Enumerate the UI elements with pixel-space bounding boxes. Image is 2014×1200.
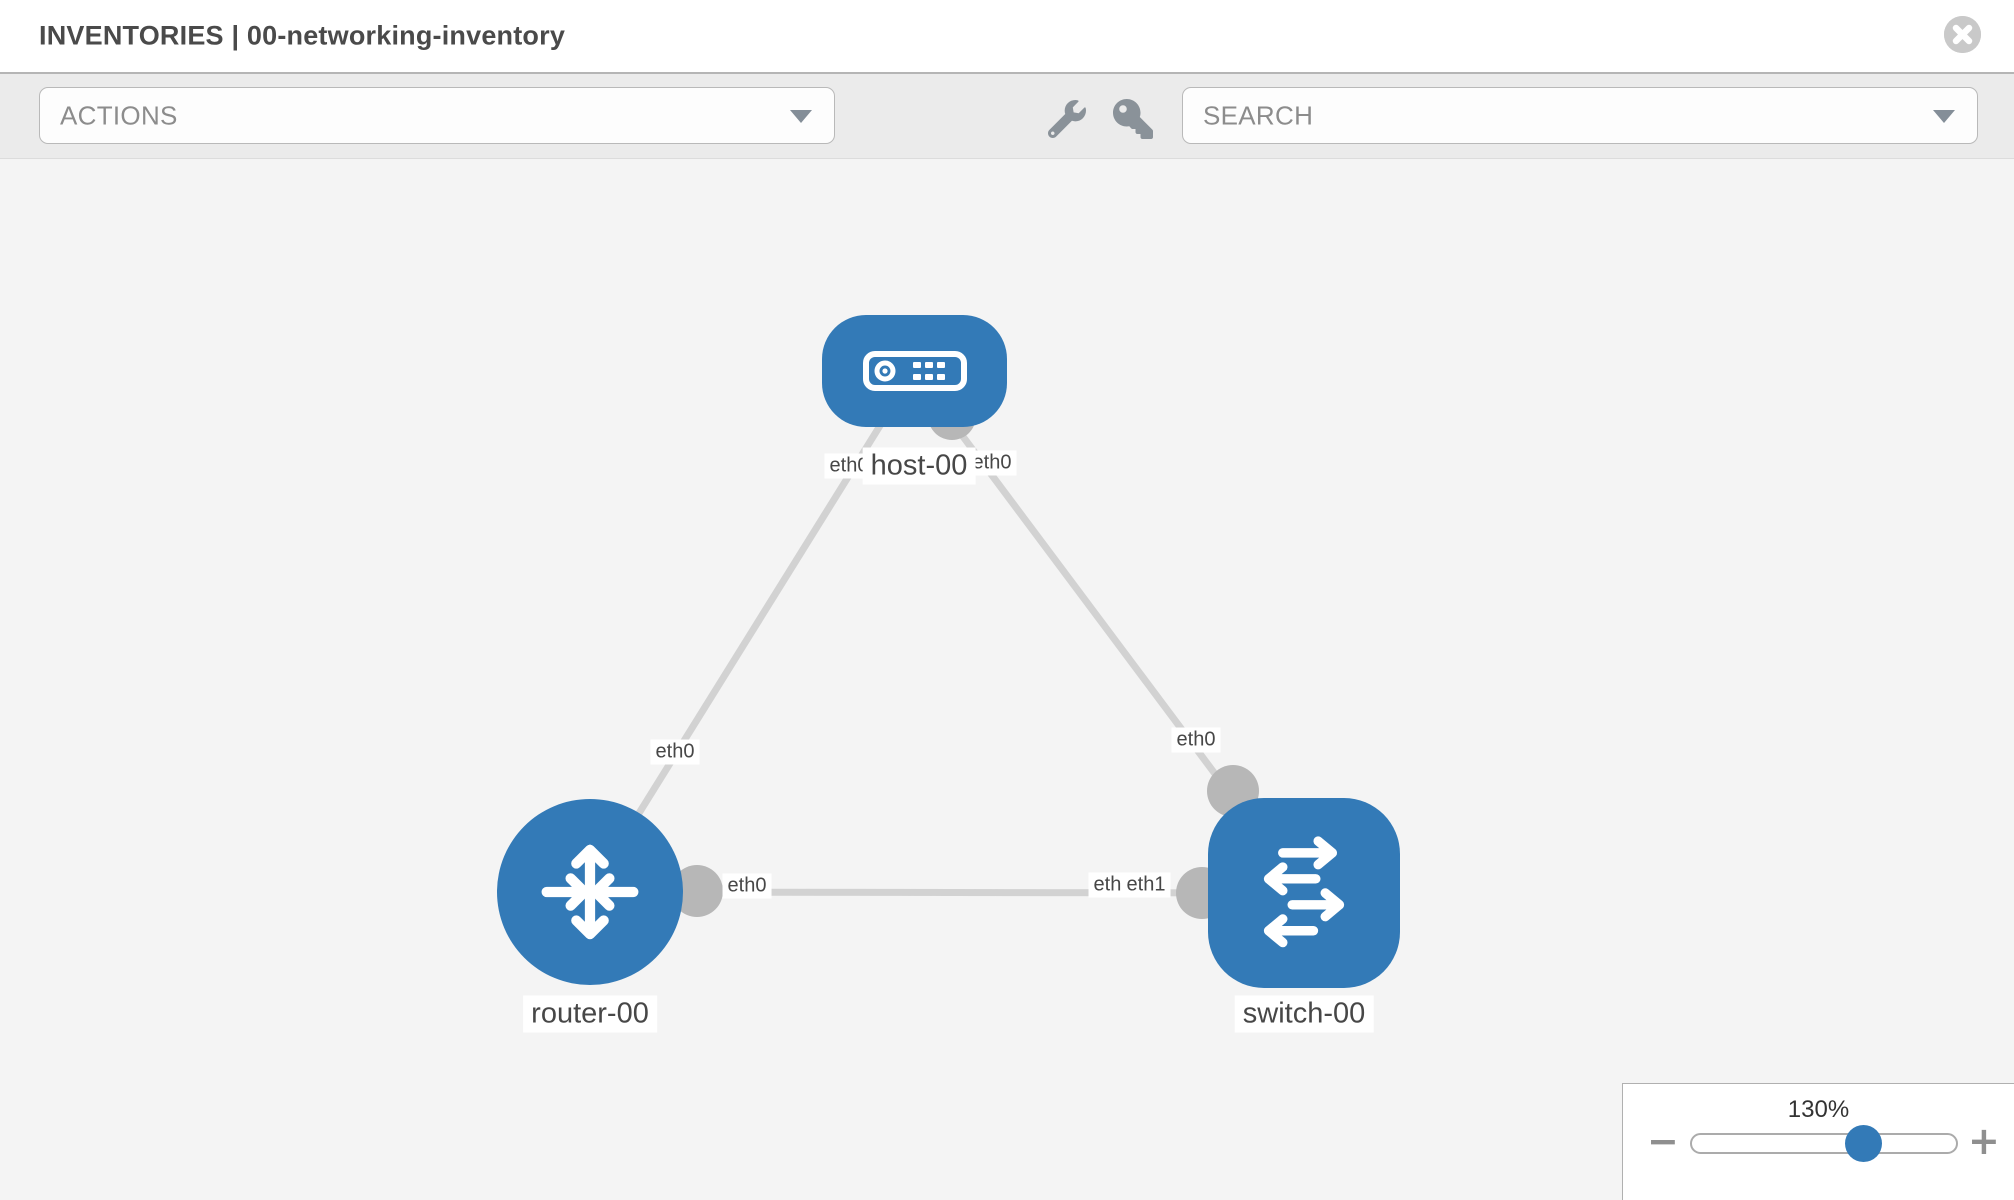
page-header: INVENTORIES | 00-networking-inventory <box>0 0 2014 72</box>
zoom-panel: 130% − + <box>1622 1083 2014 1200</box>
interface-label: eth1 <box>1121 872 1171 898</box>
port-circle-router-eth0 <box>671 865 723 917</box>
zoom-in-button[interactable]: + <box>1968 1119 2000 1163</box>
adhoc-command-button[interactable] <box>1045 97 1089 141</box>
zoom-level: 130% <box>1787 1096 1850 1123</box>
wrench-icon <box>1048 100 1086 138</box>
page-title: INVENTORIES | 00-networking-inventory <box>39 20 566 51</box>
node-label-switch: switch-00 <box>1234 995 1374 1033</box>
actions-dropdown-label: ACTIONS <box>60 100 178 130</box>
chevron-down-icon <box>790 109 812 123</box>
switch-icon <box>1263 836 1345 948</box>
interface-label: eth0 <box>1171 727 1221 753</box>
node-label-host: host-00 <box>862 447 976 485</box>
credentials-button[interactable] <box>1111 97 1155 141</box>
chevron-down-icon <box>1933 109 1955 123</box>
router-icon <box>541 844 639 940</box>
actions-dropdown[interactable]: ACTIONS <box>39 87 835 144</box>
toolbar: ACTIONS SEARCH <box>0 72 2014 159</box>
node-switch-00[interactable] <box>1208 798 1400 988</box>
interface-label: eth0 <box>722 873 772 899</box>
close-button[interactable] <box>1944 16 1981 53</box>
node-label-router: router-00 <box>523 995 657 1033</box>
topology-canvas[interactable]: eth0 eth0 eth0 eth0 eth0 eth0 eth1 host-… <box>0 159 2014 1200</box>
interface-label: eth0 <box>967 450 1017 476</box>
zoom-out-button[interactable]: − <box>1647 1119 1679 1163</box>
node-router-00[interactable] <box>497 799 683 985</box>
key-icon <box>1113 99 1153 139</box>
node-host-00[interactable] <box>822 315 1007 427</box>
search-dropdown-label: SEARCH <box>1203 100 1314 130</box>
zoom-slider-knob[interactable] <box>1845 1125 1882 1162</box>
host-icon <box>862 351 967 391</box>
close-icon <box>1944 16 1981 53</box>
search-dropdown[interactable]: SEARCH <box>1182 87 1978 144</box>
zoom-slider-track[interactable] <box>1690 1133 1958 1154</box>
interface-label: eth0 <box>650 739 700 765</box>
